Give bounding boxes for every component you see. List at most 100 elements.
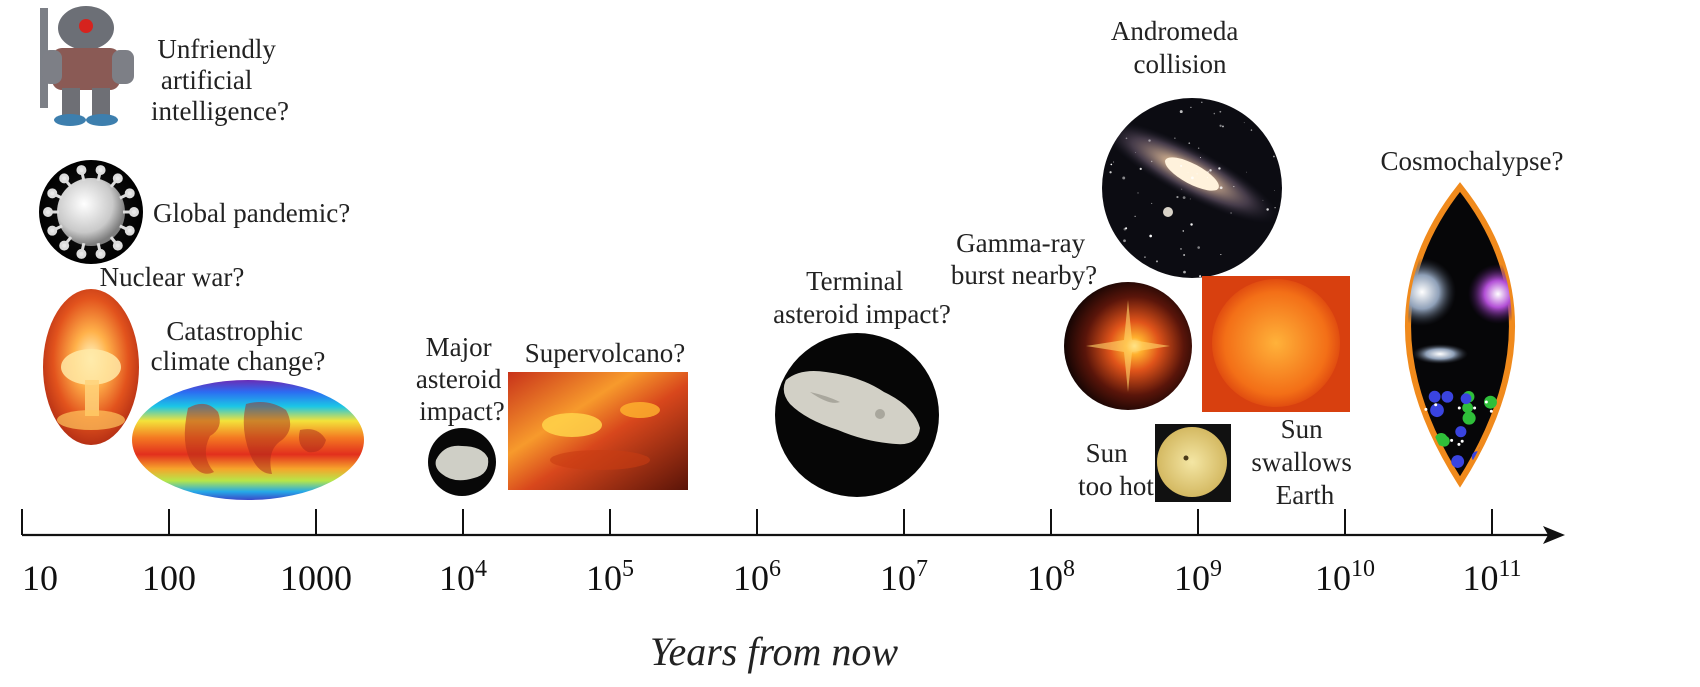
star	[1105, 124, 1108, 127]
star	[1274, 190, 1276, 191]
particle	[1484, 395, 1497, 409]
star	[1221, 125, 1224, 128]
star	[1122, 176, 1126, 180]
star	[1189, 198, 1191, 200]
star	[1207, 171, 1209, 173]
star	[1182, 230, 1184, 232]
label-asteroid-terminal: Terminal asteroid impact?	[773, 266, 951, 329]
axis-tick-label: 105	[586, 556, 634, 598]
virus-spike-tip	[59, 173, 70, 184]
star	[1134, 215, 1136, 217]
particle	[1428, 390, 1441, 403]
small-asteroid-icon	[428, 428, 496, 496]
label-cosmo: Cosmochalypse?	[1381, 146, 1564, 176]
star	[1144, 256, 1146, 259]
star	[1207, 176, 1208, 178]
star	[1181, 188, 1183, 190]
star	[1219, 110, 1222, 113]
label-pandemic: Global pandemic?	[153, 198, 350, 228]
label-ai: Unfriendly artificial intelligence?	[151, 34, 289, 126]
star	[1131, 274, 1134, 277]
virus-spike-tip	[95, 248, 106, 259]
label-asteroid-major: Major asteroid impact?	[416, 332, 508, 426]
particle-spark	[1501, 432, 1505, 436]
star	[1187, 172, 1189, 173]
star	[1183, 270, 1186, 274]
star	[1161, 102, 1162, 104]
virus-spike-tip	[59, 240, 70, 251]
axis-tick-label: 1000	[280, 558, 352, 598]
label-sun-hot: Sun too hot	[1078, 438, 1154, 501]
axis-tick-label: 104	[439, 556, 487, 598]
star	[1196, 173, 1198, 175]
virus-spike-tip	[76, 165, 87, 176]
virus-spike-tip	[43, 207, 53, 217]
star	[1188, 142, 1191, 144]
virus-spike-tip	[95, 165, 106, 176]
particle	[1517, 424, 1530, 437]
star	[1219, 124, 1222, 127]
particle-spark	[1513, 448, 1516, 451]
star	[1174, 137, 1176, 139]
virus-icon	[39, 160, 143, 264]
particle	[1460, 393, 1472, 405]
particle	[1517, 419, 1529, 431]
star	[1131, 104, 1133, 106]
particle-spark	[1424, 407, 1428, 411]
star	[1197, 147, 1200, 149]
star	[1125, 227, 1128, 230]
star	[1149, 234, 1152, 238]
star	[1125, 137, 1128, 140]
virus-spike-tip	[124, 188, 135, 199]
virus-spike-tip	[124, 225, 135, 236]
particle	[1455, 426, 1467, 438]
particle-spark	[1423, 450, 1427, 454]
particle-spark	[1510, 455, 1512, 459]
star	[1151, 160, 1153, 163]
virus-spike-tip	[112, 173, 123, 184]
axis-tick-label: 100	[142, 558, 196, 598]
particle-spark	[1489, 409, 1493, 413]
particle-spark	[1428, 435, 1432, 439]
virus-spike-tip	[47, 225, 58, 236]
particle	[1505, 400, 1512, 414]
virus-spike-tip	[112, 240, 123, 251]
particle	[1515, 456, 1525, 466]
star	[1230, 212, 1232, 214]
star	[1243, 122, 1245, 124]
particle	[1451, 455, 1465, 468]
gamma-burst-icon	[1064, 282, 1192, 410]
star	[1213, 112, 1216, 115]
particle-spark	[1484, 400, 1488, 404]
star	[1149, 269, 1151, 271]
axis-arrow-icon	[1543, 526, 1565, 544]
star	[1151, 202, 1153, 204]
particle-spark	[1473, 406, 1477, 410]
star	[1148, 139, 1151, 142]
star	[1209, 169, 1212, 172]
robot-icon	[40, 6, 134, 126]
particle-spark	[1460, 439, 1464, 443]
label-nuclear: Nuclear war?	[100, 262, 245, 292]
label-sun-swallow: Sun swallows Earth	[1251, 414, 1358, 510]
particle	[1430, 403, 1444, 418]
label-supervolcano: Supervolcano?	[525, 338, 685, 368]
particle	[1434, 432, 1448, 446]
star	[1109, 171, 1112, 174]
particle	[1408, 453, 1423, 468]
virus-spike-tip	[129, 207, 139, 217]
particle	[1462, 411, 1476, 425]
star	[1219, 186, 1223, 190]
star	[1123, 239, 1126, 243]
particle	[1441, 390, 1454, 403]
particle-spark	[1494, 454, 1498, 458]
particle	[1462, 402, 1473, 414]
star	[1115, 256, 1117, 257]
axis-title: Years from now	[650, 629, 899, 674]
world-map-icon	[132, 380, 364, 500]
particle-spark	[1412, 398, 1416, 402]
label-climate: Catastrophic climate change?	[151, 316, 326, 376]
large-asteroid-icon	[775, 333, 939, 497]
star	[1262, 199, 1264, 201]
